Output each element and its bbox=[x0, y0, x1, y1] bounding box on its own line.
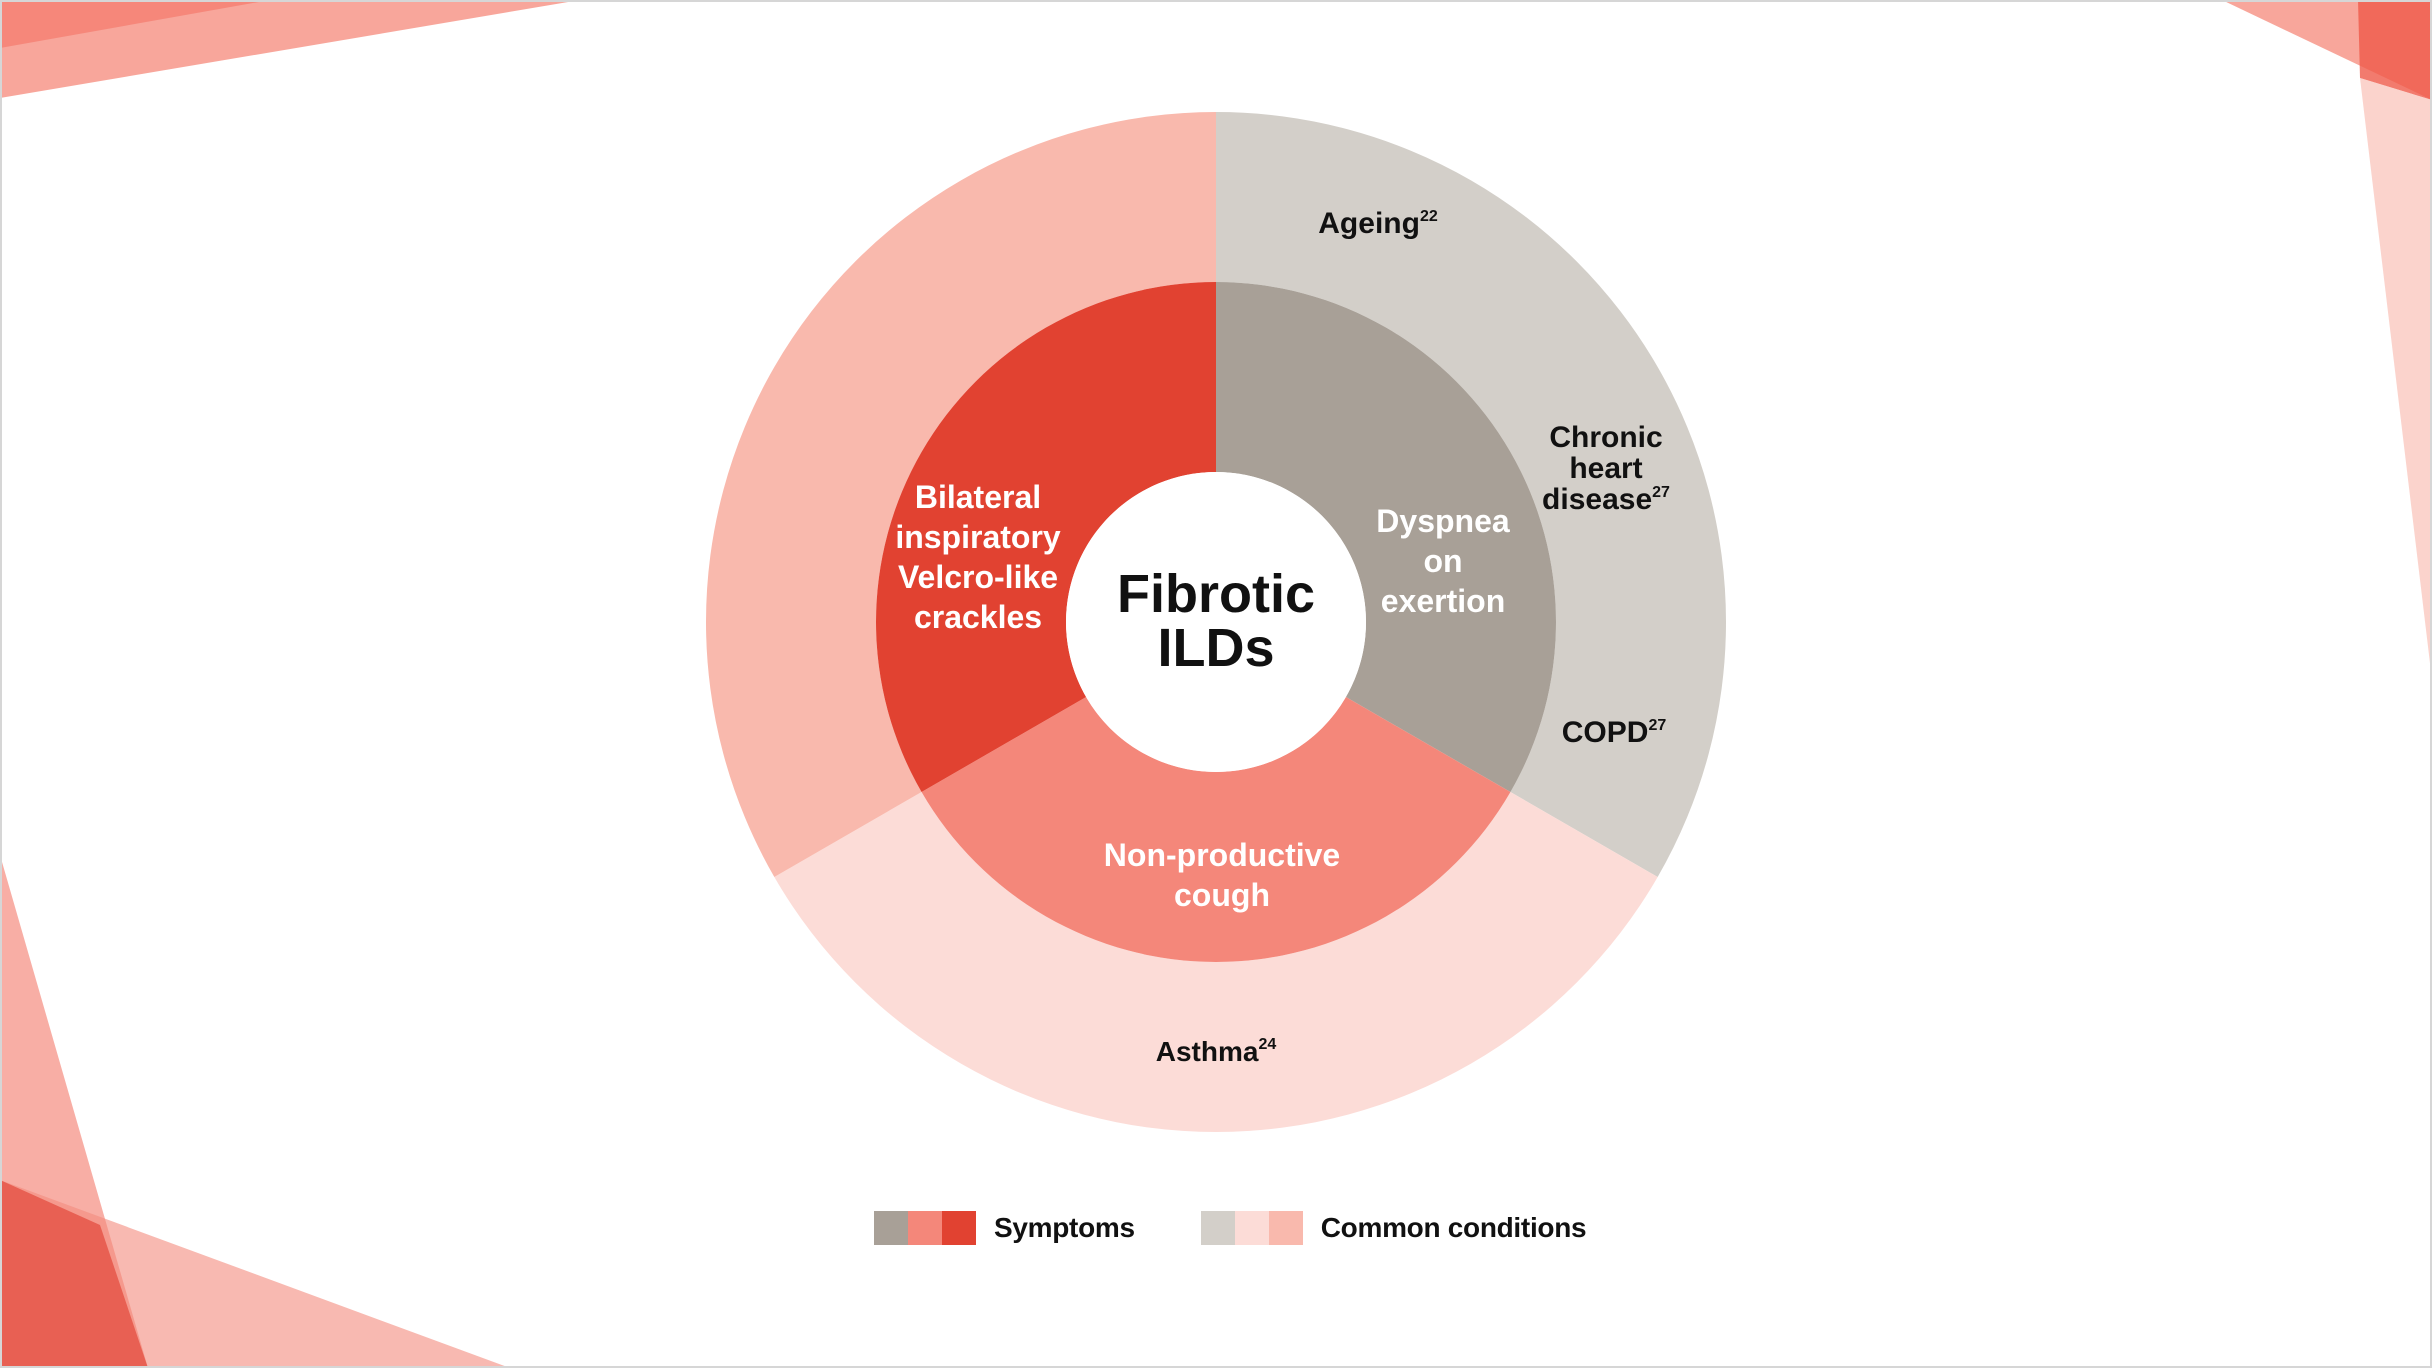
outer-segment-conditions-pale-pink bbox=[774, 792, 1658, 1132]
top-left-decoration bbox=[0, 0, 580, 98]
condition-chronic-heart-disease-label-reference: 27 bbox=[1652, 484, 1670, 501]
legend-swatch-symptoms-2 bbox=[908, 1211, 942, 1245]
outer-segment-conditions-pink bbox=[705, 112, 1216, 877]
symptom-crackles-label-line-1: Bilateral bbox=[915, 479, 1041, 515]
symptom-dyspnea-label: Dyspnea on exertion bbox=[1376, 503, 1510, 619]
inner-segment-crackles bbox=[876, 282, 1216, 792]
symptom-crackles-label-line-4: crackles bbox=[914, 599, 1042, 635]
condition-chronic-heart-disease-label-line-1: Chronic bbox=[1549, 421, 1662, 454]
legend-label-symptoms: Symptoms bbox=[994, 1212, 1135, 1243]
inner-segment-cough bbox=[921, 697, 1511, 962]
condition-copd-label-reference: 27 bbox=[1648, 717, 1666, 734]
legend-symptoms: Symptoms bbox=[874, 1211, 1135, 1245]
condition-asthma-label-reference: 24 bbox=[1258, 1036, 1276, 1053]
legend-swatch-conditions-3 bbox=[1268, 1211, 1303, 1245]
top-left-decoration-light bbox=[0, 0, 270, 48]
legend-label-common-conditions: Common conditions bbox=[1320, 1212, 1587, 1243]
condition-asthma-label: Asthma24 bbox=[1156, 1036, 1277, 1067]
center-disc bbox=[1066, 472, 1366, 772]
symptom-cough-label: Non-productive cough bbox=[1104, 837, 1340, 913]
symptom-crackles-label-line-2: inspiratory bbox=[895, 519, 1061, 555]
legend-swatch-symptoms-3 bbox=[942, 1211, 976, 1245]
top-right-decoration-dark bbox=[2358, 0, 2432, 100]
symptom-cough-label-line-1: Non-productive bbox=[1104, 837, 1340, 873]
symptom-crackles-label-line-3: Velcro-like bbox=[898, 559, 1058, 595]
condition-chronic-heart-disease-label-line-2: heart bbox=[1569, 452, 1642, 485]
bottom-left-decoration-dark bbox=[0, 1180, 148, 1368]
symptom-cough-label-line-2: cough bbox=[1174, 877, 1270, 913]
symptom-dyspnea-label-line-3: exertion bbox=[1381, 583, 1505, 619]
legend-common-conditions: Common conditions bbox=[1200, 1211, 1587, 1245]
symptom-dyspnea-label-line-2: on bbox=[1423, 543, 1462, 579]
outer-segment-conditions-grey bbox=[1216, 112, 1727, 877]
legend: Symptoms Common conditions bbox=[874, 1211, 1587, 1245]
center-title-line-2: ILDs bbox=[1157, 618, 1274, 678]
condition-chronic-heart-disease-label-line-3: disease27 bbox=[1542, 483, 1670, 516]
condition-ageing-label-line-1: Ageing22 bbox=[1318, 207, 1438, 240]
inner-segment-dyspnea bbox=[1216, 282, 1556, 792]
symptom-dyspnea-label-line-1: Dyspnea bbox=[1376, 503, 1510, 539]
legend-swatch-symptoms-1 bbox=[874, 1211, 908, 1245]
legend-swatch-conditions-1 bbox=[1200, 1211, 1235, 1245]
condition-asthma-label-line-1: Asthma24 bbox=[1156, 1036, 1277, 1067]
legend-swatch-conditions-2 bbox=[1234, 1211, 1269, 1245]
condition-ageing-label-reference: 22 bbox=[1420, 208, 1438, 225]
right-edge-decoration bbox=[2360, 78, 2432, 680]
condition-ageing-label: Ageing22 bbox=[1318, 207, 1438, 240]
center-title-line-1: Fibrotic bbox=[1117, 564, 1315, 624]
